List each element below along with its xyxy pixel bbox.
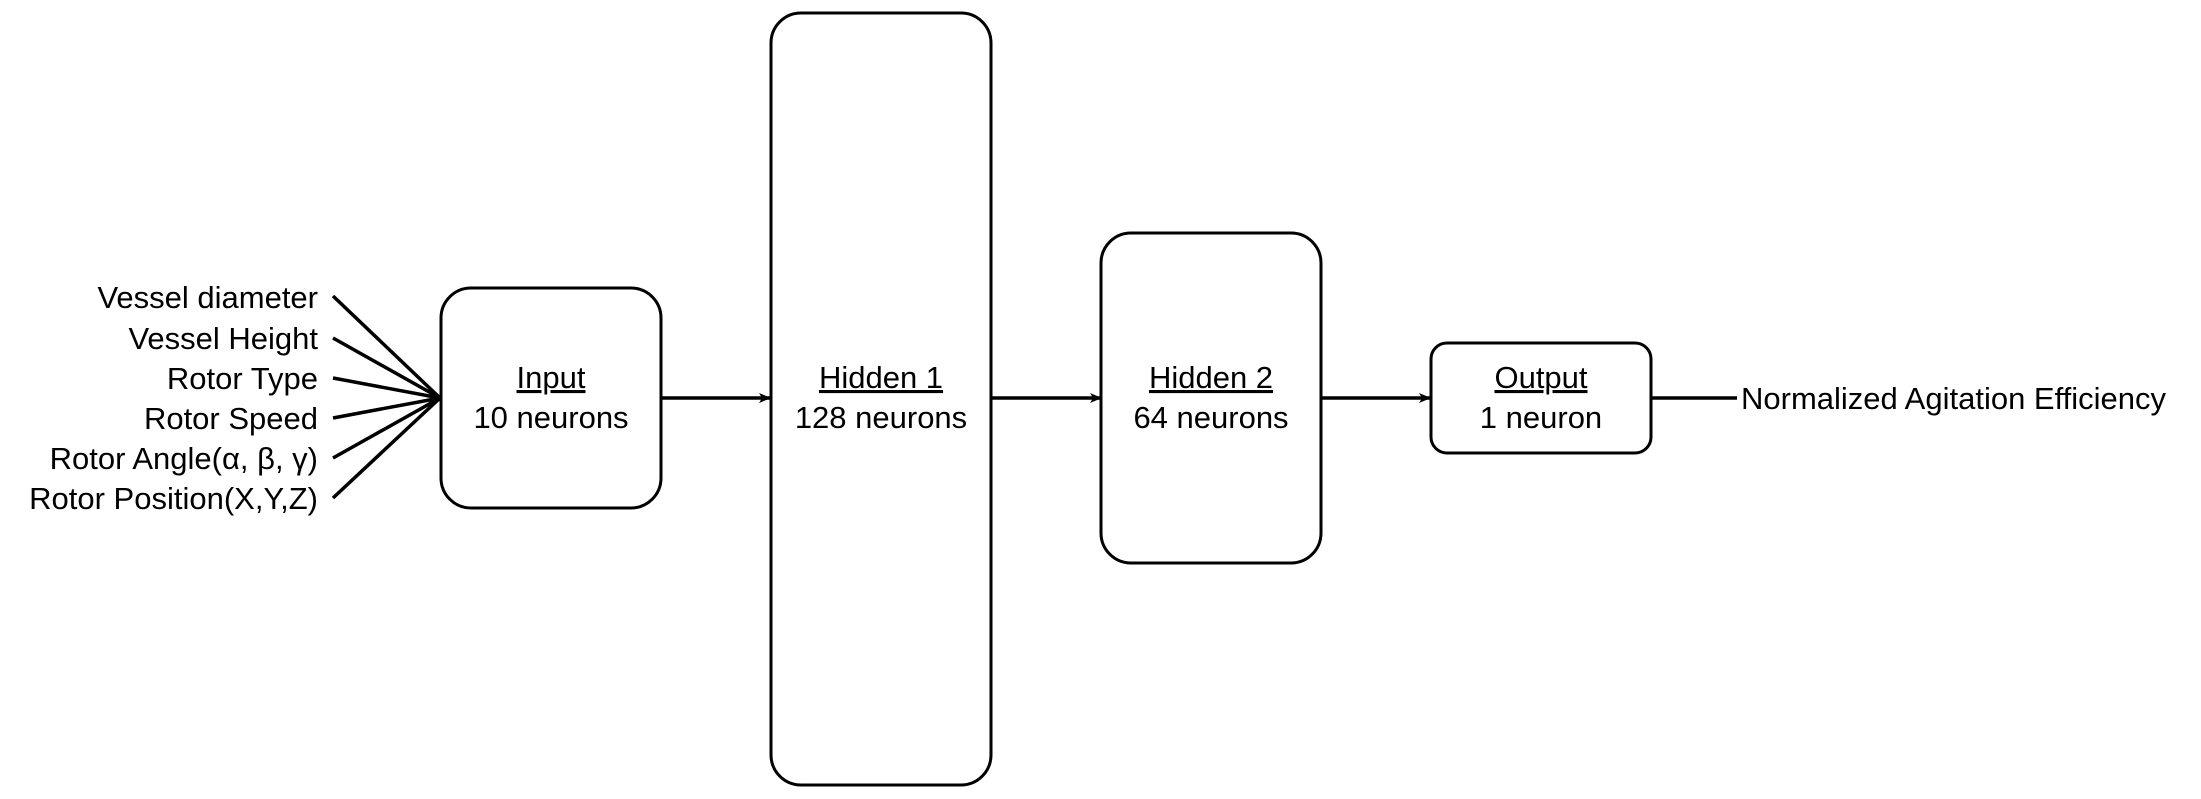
input-label-rotor-type: Rotor Type xyxy=(167,361,318,396)
fan-line-vessel-diameter xyxy=(331,294,442,400)
input-label-rotor-angle: Rotor Angle(α, β, γ) xyxy=(50,441,318,476)
hidden2-layer-box xyxy=(1099,231,1323,565)
output-layer-subtitle: 1 neuron xyxy=(1480,400,1602,435)
input-fan-lines xyxy=(331,294,442,500)
fan-line-vessel-height xyxy=(332,336,441,400)
output-layer-node: Output 1 neuron xyxy=(1429,341,1653,455)
fan-line-rotor-position xyxy=(331,396,442,500)
input-layer-subtitle: 10 neurons xyxy=(473,400,628,435)
hidden2-layer-node: Hidden 2 64 neurons xyxy=(1099,231,1323,565)
hidden2-layer-subtitle: 64 neurons xyxy=(1133,400,1288,435)
hidden1-layer-box xyxy=(769,11,993,787)
input-layer-title: Input xyxy=(517,360,586,395)
fan-line-rotor-angle xyxy=(332,396,441,460)
fan-line-rotor-speed xyxy=(332,396,441,420)
fan-line-rotor-type xyxy=(332,376,441,400)
result-label: Normalized Agitation Efficiency xyxy=(1741,381,2167,416)
input-layer-box xyxy=(439,286,663,510)
input-label-rotor-position: Rotor Position(X,Y,Z) xyxy=(29,481,318,516)
input-label-rotor-speed: Rotor Speed xyxy=(144,401,318,436)
hidden2-layer-title: Hidden 2 xyxy=(1149,360,1273,395)
input-label-vessel-diameter: Vessel diameter xyxy=(97,280,318,315)
hidden1-layer-node: Hidden 1 128 neurons xyxy=(769,11,993,787)
hidden1-layer-title: Hidden 1 xyxy=(819,360,943,395)
input-label-vessel-height: Vessel Height xyxy=(128,321,318,356)
input-layer-node: Input 10 neurons xyxy=(439,286,663,510)
hidden1-layer-subtitle: 128 neurons xyxy=(795,400,967,435)
input-labels: Vessel diameter Vessel Height Rotor Type… xyxy=(29,280,318,516)
output-layer-box xyxy=(1429,341,1653,455)
output-layer-title: Output xyxy=(1494,360,1587,395)
